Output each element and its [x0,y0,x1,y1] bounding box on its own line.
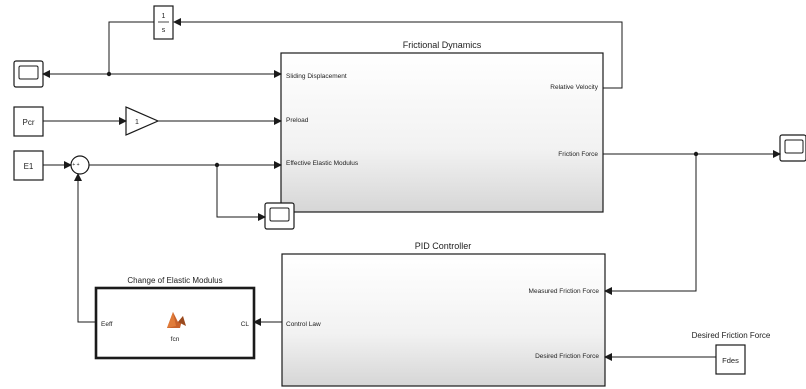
measured-force-line [604,154,697,295]
port-measured-friction-force: Measured Friction Force [529,288,600,295]
gain-block[interactable]: 1 [125,106,160,136]
port-relative-velocity: Relative Velocity [550,84,598,91]
pid-controller-subsystem[interactable]: PID Controller Control Law Measured Fric… [281,241,606,387]
elastic-modulus-title: Change of Elastic Modulus [127,276,222,285]
constant-pcr-label: Pcr [23,118,35,127]
sum-block[interactable]: + + [70,155,90,175]
matlab-function-icon [167,312,186,328]
scope-friction-force[interactable] [779,134,806,162]
branch-node-displacement [106,71,112,77]
constant-e1-label: E1 [24,162,34,171]
port-desired-friction-force: Desired Friction Force [535,353,599,360]
integrator-numerator: 1 [162,13,166,20]
sum-signs: + + [72,162,79,168]
port-control-law: Control Law [286,321,321,328]
frictional-dynamics-title: Frictional Dynamics [403,40,482,50]
port-sliding-displacement: Sliding Displacement [286,73,347,80]
constant-e1-block[interactable]: E1 [13,150,44,181]
constant-fdes-label: Fdes [722,356,739,365]
port-eeff: Eeff [101,321,113,328]
integrator-block[interactable]: 1 s [153,5,174,40]
constant-fdes-block[interactable]: Fdes [715,344,746,375]
scope-icon [784,139,804,154]
frictional-dynamics-subsystem[interactable]: Frictional Dynamics Sliding Displacement… [280,40,604,213]
eeff-feedback-line [74,173,96,323]
function-name-label: fcn [171,336,180,343]
relative-velocity-line [173,18,623,89]
scope-icon [269,207,290,222]
signal-lines [42,18,781,361]
port-friction-force: Friction Force [558,151,598,158]
integrator-denominator: s [162,27,166,34]
scope-icon [18,65,39,80]
pid-controller-title: PID Controller [415,241,472,251]
constant-pcr-block[interactable]: Pcr [13,106,44,137]
change-of-elastic-modulus-subsystem[interactable]: Change of Elastic Modulus Eeff CL fcn [94,276,256,360]
modulus-scope-line [216,165,266,221]
gain-value: 1 [135,119,139,126]
port-cl: CL [241,321,250,328]
port-effective-elastic-modulus: Effective Elastic Modulus [286,160,359,167]
scope-displacement[interactable] [13,60,44,88]
integrator-output-line [108,21,154,74]
scope-modulus[interactable] [264,202,295,230]
desired-friction-force-label: Desired Friction Force [692,331,771,340]
port-preload: Preload [286,117,309,124]
